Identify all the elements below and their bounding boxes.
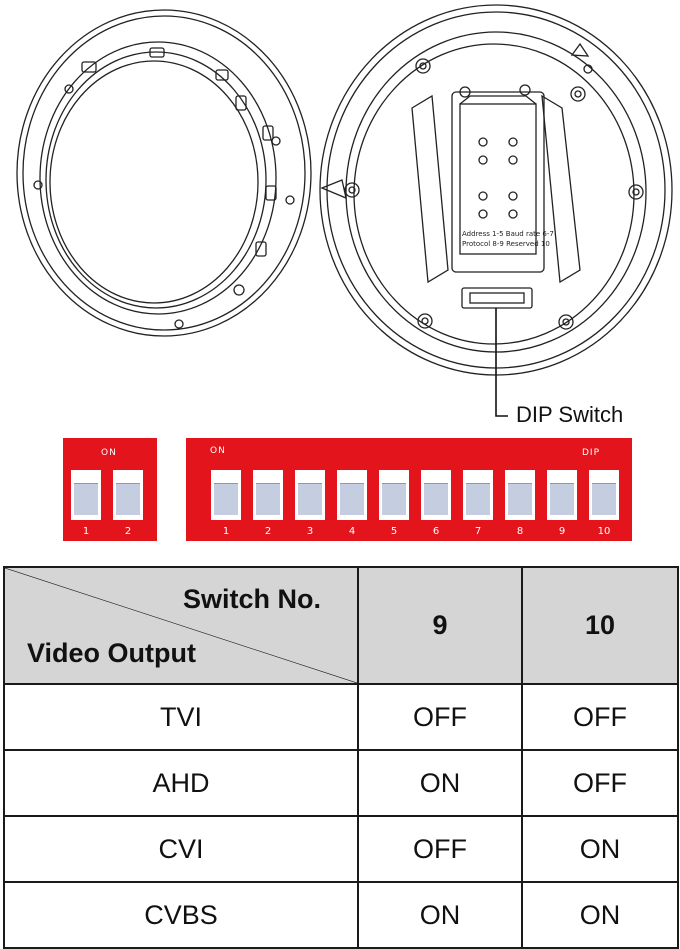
dip-large-switch-number: 3: [306, 526, 314, 537]
dip-large-switch-10: [589, 470, 619, 520]
cover-ring: [16, 9, 312, 337]
dip-large-switch-number: 2: [264, 526, 272, 537]
switch-knob: [592, 483, 616, 515]
switch-knob: [466, 483, 490, 515]
dip-large-switch-number: 8: [516, 526, 524, 537]
dip-small-on-label: ON: [101, 448, 117, 458]
switch-knob: [74, 483, 98, 515]
dip-large-switch-7: [463, 470, 493, 520]
switch-knob: [340, 483, 364, 515]
table-row: CVBS ON ON: [3, 881, 679, 949]
dip-large-switch-number: 6: [432, 526, 440, 537]
dip-switch-2pos: ON 1 2: [63, 438, 157, 541]
row-value-10: OFF: [521, 683, 679, 751]
camera-housing-drawing: Address 1-5 Baud rate 6-7 Protocol 8-9 R…: [16, 4, 673, 417]
dip-large-switch-number: 9: [558, 526, 566, 537]
row-output: AHD: [3, 749, 359, 817]
table-row: TVI OFF OFF: [3, 683, 679, 751]
dip-large-switch-number: 5: [390, 526, 398, 537]
dip-small-switch-number: 1: [82, 526, 90, 537]
header-col-9: 9: [357, 566, 523, 685]
table-header-row: Switch No. Video Output 9 10: [3, 566, 679, 685]
dip-large-switch-4: [337, 470, 367, 520]
switch-knob: [424, 483, 448, 515]
dip-large-switch-8: [505, 470, 535, 520]
dip-large-on-label: ON: [210, 446, 226, 456]
dip-large-switch-number: 7: [474, 526, 482, 537]
switch-knob: [508, 483, 532, 515]
switch-knob: [116, 483, 140, 515]
board-label-line2: Protocol 8-9 Reserved 10: [462, 240, 550, 248]
row-value-10: ON: [521, 815, 679, 883]
switch-knob: [298, 483, 322, 515]
header-switch-no: Switch No.: [182, 584, 321, 614]
dip-switch-10pos: ON DIP 1 2 3 4 5 6 7 8 9 10: [186, 438, 632, 541]
dip-large-switch-1: [211, 470, 241, 520]
row-value-9: ON: [357, 881, 523, 949]
row-value-9: OFF: [357, 683, 523, 751]
header-video-output: Video Output: [27, 638, 196, 668]
dip-large-dip-label: DIP: [582, 448, 601, 458]
dip-large-switch-9: [547, 470, 577, 520]
dip-large-switch-5: [379, 470, 409, 520]
row-value-9: OFF: [357, 815, 523, 883]
table-row: CVI OFF ON: [3, 815, 679, 883]
table-row: AHD ON OFF: [3, 749, 679, 817]
camera-base: [319, 4, 673, 417]
dip-large-switch-3: [295, 470, 325, 520]
board-label-line1: Address 1-5 Baud rate 6-7: [462, 230, 554, 238]
dip-small-switch-2: [113, 470, 143, 520]
diagonal-line: [5, 568, 357, 683]
dip-small-switch-1: [71, 470, 101, 520]
switch-knob: [550, 483, 574, 515]
dip-large-switch-number: 1: [222, 526, 230, 537]
dip-large-switch-6: [421, 470, 451, 520]
row-value-9: ON: [357, 749, 523, 817]
row-value-10: ON: [521, 881, 679, 949]
dip-large-switch-number: 4: [348, 526, 356, 537]
switch-knob: [256, 483, 280, 515]
dip-switch-callout: DIP Switch: [516, 402, 624, 427]
row-output: CVI: [3, 815, 359, 883]
row-output: TVI: [3, 683, 359, 751]
switch-knob: [214, 483, 238, 515]
row-value-10: OFF: [521, 749, 679, 817]
dip-large-switch-2: [253, 470, 283, 520]
video-output-table: Switch No. Video Output 9 10 TVI OFF OFF…: [3, 566, 679, 949]
table-corner-header: Switch No. Video Output: [3, 566, 359, 685]
row-output: CVBS: [3, 881, 359, 949]
header-col-10: 10: [521, 566, 679, 685]
dip-large-switch-number: 10: [597, 526, 611, 537]
switch-knob: [382, 483, 406, 515]
dip-small-switch-number: 2: [124, 526, 132, 537]
